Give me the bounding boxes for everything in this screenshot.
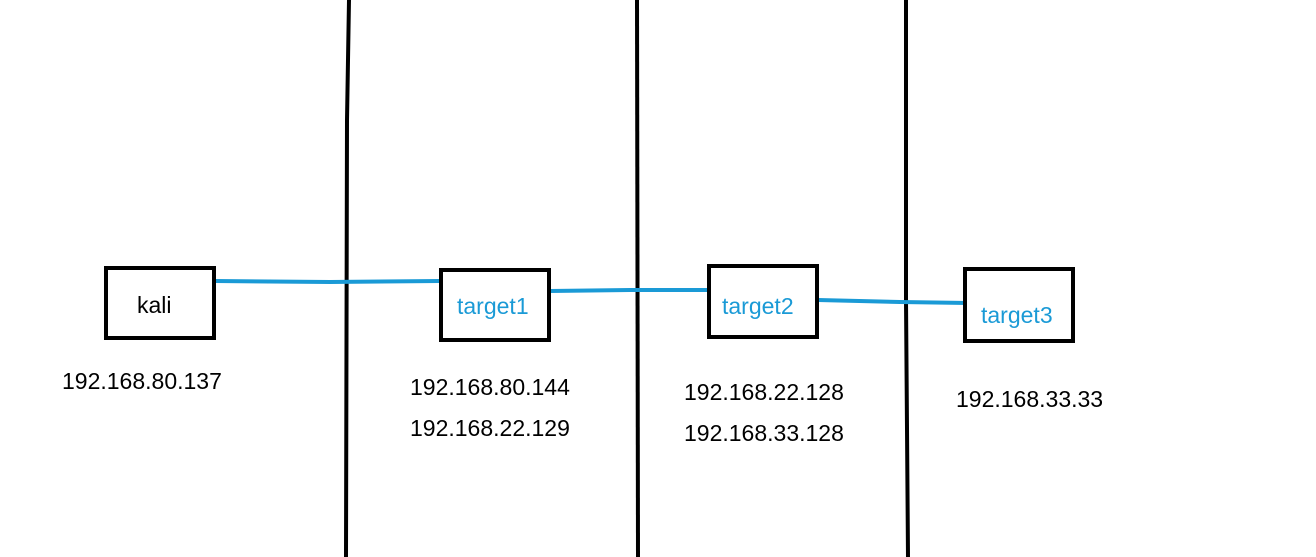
target1-ip-1: 192.168.80.144 — [410, 374, 570, 400]
zone-divider-3 — [904, 0, 910, 557]
target3-label: target3 — [981, 302, 1053, 328]
target3-box — [963, 267, 1075, 343]
zone-divider-1 — [344, 0, 351, 557]
zone-divider-2 — [635, 0, 640, 557]
link-target1-target2 — [549, 288, 707, 293]
kali-label: kali — [137, 292, 172, 318]
target2-box — [707, 264, 819, 339]
link-target2-target3 — [817, 298, 969, 305]
link-kali-target1 — [214, 279, 441, 285]
target1-box — [439, 268, 551, 342]
target2-label: target2 — [722, 293, 794, 319]
kali-box — [104, 266, 216, 340]
kali-ip-1: 192.168.80.137 — [62, 368, 222, 394]
target1-ip-2: 192.168.22.129 — [410, 415, 570, 441]
target1-label: target1 — [457, 293, 529, 319]
target2-ip-1: 192.168.22.128 — [684, 379, 844, 405]
target2-ip-2: 192.168.33.128 — [684, 420, 844, 446]
target3-ip-1: 192.168.33.33 — [956, 386, 1104, 412]
